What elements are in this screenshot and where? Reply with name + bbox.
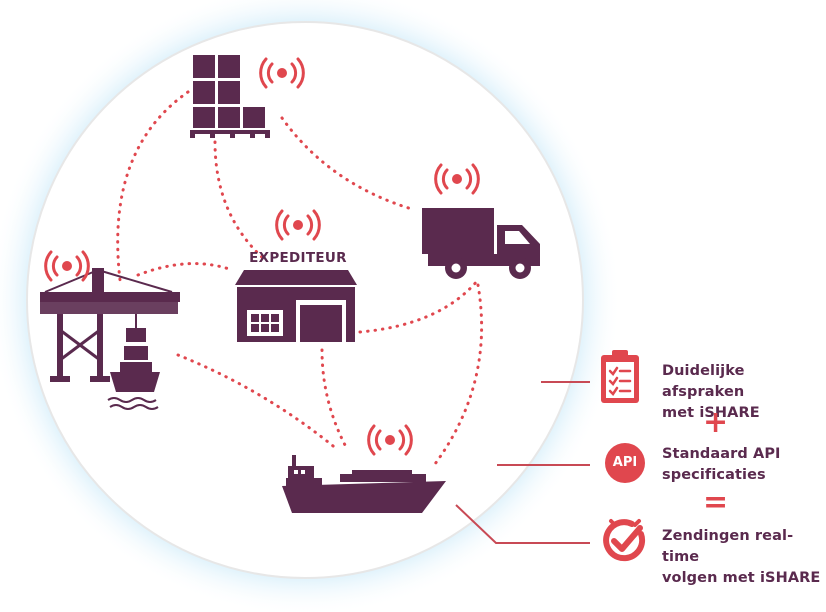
pallets-icon (190, 55, 270, 138)
hub-label: EXPEDITEUR (249, 250, 347, 266)
legend-item-tracking: Zendingen real-time volgen met iSHARE (662, 526, 826, 589)
ship-icon (282, 455, 446, 513)
connection-lines (116, 90, 484, 470)
legend-item-api: Standaard API specificaties (662, 444, 781, 486)
check-clock-icon (603, 519, 646, 562)
legend-item-api-line1: Standaard API (662, 446, 781, 462)
api-badge-label: API (612, 455, 638, 470)
legend-item-agreements-line1: Duidelijke afspraken (662, 363, 745, 400)
equals-sign: = (703, 485, 729, 520)
warehouse-icon (235, 270, 357, 342)
legend-item-agreements-line2: met iSHARE (662, 405, 760, 421)
legend-item-agreements: Duidelijke afspraken met iSHARE (662, 361, 826, 424)
crane-icon (40, 268, 180, 410)
api-icon (605, 443, 645, 483)
truck-icon (422, 208, 540, 279)
clipboard-icon (601, 350, 639, 403)
legend-item-tracking-line1: Zendingen real-time (662, 528, 794, 565)
plus-sign: + (703, 405, 729, 440)
legend-item-api-line2: specificaties (662, 467, 766, 483)
legend-connectors (455, 381, 590, 544)
legend-item-tracking-line2: volgen met iSHARE (662, 570, 821, 586)
